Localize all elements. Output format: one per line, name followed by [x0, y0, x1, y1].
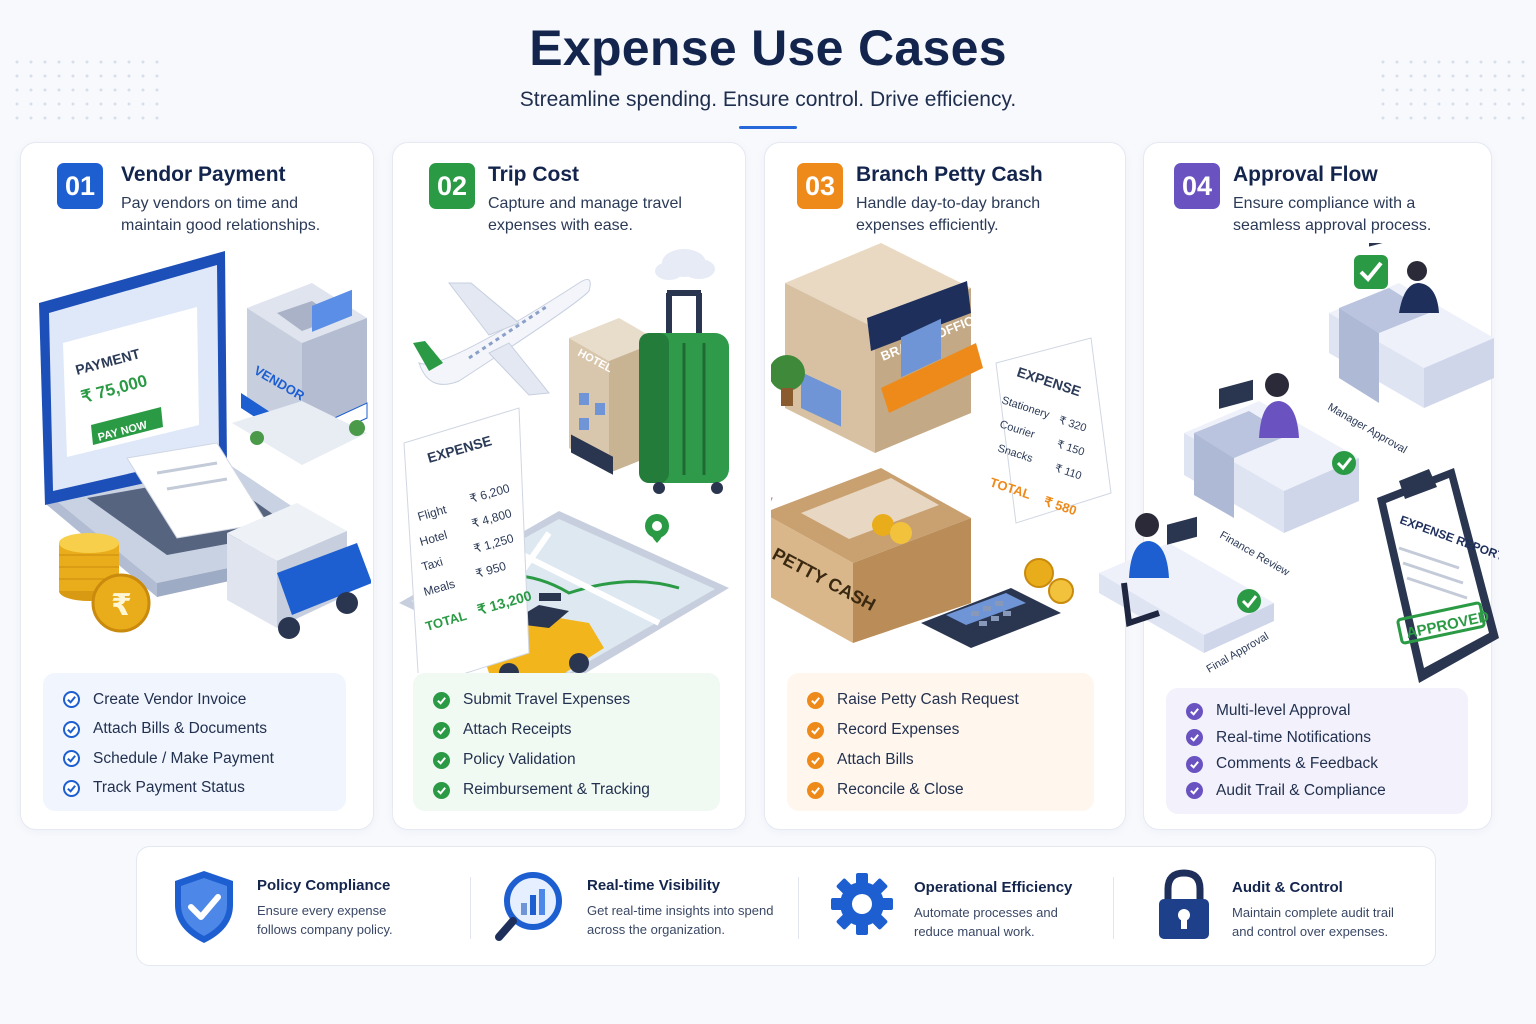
check-icon [63, 691, 80, 709]
check-icon [433, 721, 450, 739]
list-item: Track Payment Status [63, 774, 346, 804]
list-item: Reconcile & Close [807, 775, 1094, 805]
card-title: Vendor Payment [121, 163, 286, 186]
check-icon [1186, 782, 1203, 800]
feature-description: Automate processes and reduce manual wor… [914, 905, 1058, 939]
check-icon [433, 781, 450, 799]
feature-title: Operational Efficiency [914, 879, 1073, 896]
petty-cash-steps: Raise Petty Cash Request Record Expenses… [787, 673, 1094, 811]
shield-check-icon [175, 871, 233, 943]
page-subtitle: Streamline spending. Ensure control. Dri… [519, 88, 1017, 111]
card-number: 02 [429, 163, 475, 209]
expense-report-clipboard: EXPENSE REPORT APPROVED [1377, 468, 1499, 683]
list-item: Audit Trail & Compliance [1186, 778, 1468, 805]
title-underline [739, 126, 797, 129]
check-icon [807, 691, 824, 709]
feature-audit-control: Audit & Control Maintain complete audit … [1155, 847, 1425, 967]
feature-description: Ensure every expense follows company pol… [257, 903, 393, 937]
petty-cash-illustration: BRANCH OFFICE EXPENSE Stationery ₹ 320 C… [771, 243, 1112, 648]
magnifier-chart-icon [495, 872, 562, 941]
padlock-icon [1159, 869, 1209, 939]
feature-description: Maintain complete audit trail and contro… [1232, 905, 1394, 939]
feature-title: Policy Compliance [257, 877, 391, 894]
feature-title: Audit & Control [1232, 879, 1343, 896]
list-item: Submit Travel Expenses [433, 685, 720, 715]
card-description: Ensure compliance with a seamless approv… [1233, 195, 1432, 234]
approval-flow-illustration: Manager Approval Finance Review Final Ap… [1099, 243, 1499, 683]
airplane-icon [413, 278, 591, 396]
approval-check-icon [1354, 255, 1388, 289]
trip-cost-steps: Submit Travel Expenses Attach Receipts P… [413, 673, 720, 811]
vendor-payment-steps: Create Vendor Invoice Attach Bills & Doc… [43, 673, 346, 811]
svg-text:Taxi: Taxi [420, 555, 444, 574]
divider [470, 877, 471, 939]
check-icon [807, 781, 824, 799]
card-vendor-payment[interactable]: 01 Vendor Payment Pay vendors on time an… [20, 142, 374, 830]
delivery-truck-icon [227, 503, 371, 639]
coin-stack-icon: ₹ [59, 533, 151, 633]
trip-cost-illustration: HOTEL [399, 249, 729, 673]
card-number: 03 [797, 163, 843, 209]
svg-text:₹: ₹ [111, 588, 132, 623]
suitcase-icon [639, 290, 729, 494]
list-item: Real-time Notifications [1186, 725, 1468, 752]
list-item: Policy Validation [433, 745, 720, 775]
cash-box-icon: PETTY CASH [771, 468, 971, 643]
list-item: Record Expenses [807, 715, 1094, 745]
step-finance-review: Finance Review [1218, 529, 1292, 579]
check-icon [63, 750, 80, 768]
cloud-icon [655, 249, 715, 280]
list-item: Multi-level Approval [1186, 698, 1468, 725]
card-description: Pay vendors on time and maintain good re… [121, 195, 321, 234]
feature-description: Get real-time insights into spend across… [587, 903, 774, 937]
calculator-icon [921, 588, 1061, 648]
feature-policy-compliance: Policy Compliance Ensure every expense f… [171, 847, 461, 967]
page-title: Expense Use Cases [529, 20, 1007, 76]
divider [798, 877, 799, 939]
check-icon [433, 691, 450, 709]
list-item: Create Vendor Invoice [63, 685, 346, 715]
card-branch-petty-cash[interactable]: 03 Branch Petty Cash Handle day-to-day b… [764, 142, 1126, 830]
gear-icon [831, 873, 893, 935]
list-item: Attach Bills [807, 745, 1094, 775]
list-item: Comments & Feedback [1186, 751, 1468, 778]
list-item: Schedule / Make Payment [63, 744, 346, 774]
check-icon [433, 751, 450, 769]
card-trip-cost[interactable]: 02 Trip Cost Capture and manage travel e… [392, 142, 746, 830]
card-title: Approval Flow [1233, 163, 1378, 186]
card-title: Trip Cost [488, 163, 580, 186]
vendor-payment-illustration: PAYMENT ₹ 75,000 PAY NOW VENDOR ₹ [39, 251, 371, 639]
check-icon [1186, 702, 1203, 720]
check-icon [63, 720, 80, 738]
divider [1113, 877, 1114, 939]
decor-dots-right [1376, 55, 1526, 125]
card-number: 04 [1174, 163, 1220, 209]
check-icon [1186, 755, 1203, 773]
feature-operational-efficiency: Operational Efficiency Automate processe… [829, 847, 1129, 967]
feature-real-time-visibility: Real-time Visibility Get real-time insig… [493, 847, 793, 967]
card-description: Handle day-to-day branch expenses effici… [856, 195, 1041, 234]
list-item: Raise Petty Cash Request [807, 685, 1094, 715]
list-item: Attach Receipts [433, 715, 720, 745]
card-number: 01 [57, 163, 103, 209]
location-pin-icon [645, 514, 669, 543]
expense-receipt: EXPENSE Flight ₹ 6,200 Hotel ₹ 4,800 Tax… [403, 407, 533, 673]
features-strip: Policy Compliance Ensure every expense f… [136, 846, 1436, 966]
page-header: Expense Use Cases Streamline spending. E… [0, 20, 1536, 129]
decor-dots-left [10, 55, 160, 125]
card-approval-flow[interactable]: 04 Approval Flow Ensure compliance with … [1099, 142, 1499, 830]
feature-title: Real-time Visibility [587, 877, 721, 894]
expense-receipt: EXPENSE Stationery ₹ 320 Courier ₹ 150 S… [988, 337, 1112, 524]
check-icon [63, 779, 80, 797]
check-icon [1186, 729, 1203, 747]
list-item: Reimbursement & Tracking [433, 775, 720, 805]
card-description: Capture and manage travel expenses with … [488, 195, 682, 234]
card-title: Branch Petty Cash [856, 163, 1043, 186]
check-icon [807, 721, 824, 739]
list-item: Attach Bills & Documents [63, 715, 346, 745]
approval-flow-steps: Multi-level Approval Real-time Notificat… [1166, 688, 1468, 814]
check-icon [807, 751, 824, 769]
